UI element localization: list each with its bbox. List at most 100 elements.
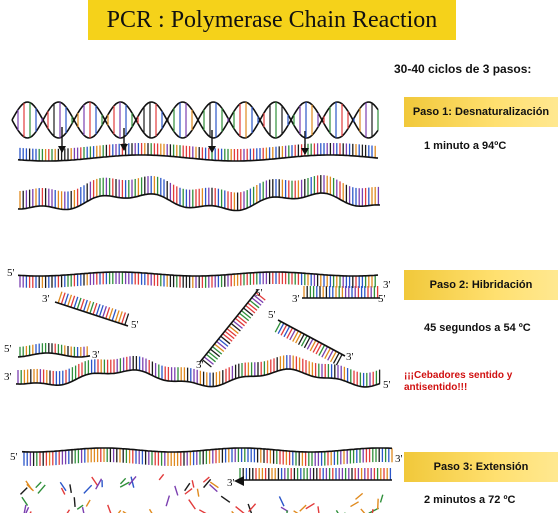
base-tick — [335, 354, 343, 366]
base-tick — [67, 294, 73, 307]
free-nucleotide — [119, 477, 127, 485]
base-tick — [241, 310, 252, 319]
base-tick — [245, 304, 256, 314]
base-tick — [321, 346, 329, 358]
strand-end-5: 5' — [383, 379, 391, 391]
base-tick — [114, 310, 120, 323]
base-tick — [203, 356, 214, 365]
strand-end-5: 5' — [378, 293, 386, 305]
free-nucleotide — [278, 496, 285, 507]
base-tick — [251, 297, 262, 306]
base-tick — [209, 348, 221, 358]
free-nucleotide — [83, 484, 93, 494]
base-tick — [212, 346, 223, 355]
helix-strand-a — [11, 101, 379, 139]
step2-condition: 45 segundos a 54 ºC — [424, 322, 531, 334]
base-tick — [283, 325, 291, 338]
free-nucleotide — [81, 506, 85, 513]
free-nucleotide — [130, 476, 135, 488]
strand-end-3: 3' — [395, 453, 403, 465]
base-tick — [289, 329, 297, 341]
base-tick — [108, 308, 114, 320]
free-nucleotide — [209, 483, 218, 493]
free-nucleotide — [220, 495, 231, 503]
free-nucleotide — [60, 487, 66, 495]
arrow-head — [301, 148, 309, 155]
free-nucleotide — [355, 492, 364, 500]
step1-condition: 1 minuto a 94ºC — [424, 140, 507, 152]
primers-note: ¡¡¡Cebadores sentido y antisentido!!! — [404, 370, 513, 393]
base-tick — [330, 350, 337, 363]
template-strand-extension — [21, 447, 393, 453]
primer-strand — [199, 289, 259, 363]
free-nucleotide — [73, 497, 76, 508]
template-strand-bottom — [15, 368, 381, 388]
base-tick — [297, 333, 305, 345]
free-nucleotide — [196, 488, 200, 497]
base-tick — [295, 332, 302, 344]
free-nucleotide — [122, 510, 127, 513]
arrow-head — [208, 146, 216, 153]
base-tick — [222, 333, 233, 342]
helix-strand-b — [11, 101, 379, 139]
arrow-head — [120, 144, 128, 151]
base-tick — [327, 349, 334, 361]
base-tick — [98, 305, 104, 317]
base-tick — [57, 291, 63, 304]
base-tick — [274, 321, 282, 333]
free-nucleotide — [76, 504, 84, 510]
free-nucleotide — [25, 506, 30, 513]
base-tick — [253, 294, 264, 304]
primer-end-5: 5' — [255, 287, 263, 299]
free-nucleotide — [191, 480, 195, 488]
free-nucleotide — [286, 510, 288, 513]
base-tick — [236, 315, 248, 324]
base-tick — [70, 295, 76, 308]
base-tick — [124, 313, 130, 326]
free-nucleotide — [235, 506, 245, 513]
base-tick — [111, 309, 117, 321]
free-nucleotide — [317, 506, 320, 513]
base-tick — [249, 299, 260, 309]
free-nucleotide — [299, 504, 307, 512]
base-tick — [247, 302, 258, 311]
base-tick — [228, 325, 239, 335]
base-tick — [82, 299, 88, 312]
free-nucleotide — [209, 481, 219, 489]
free-nucleotide — [21, 496, 29, 506]
base-tick — [230, 322, 241, 332]
base-tick — [234, 317, 245, 327]
free-nucleotide — [371, 509, 374, 513]
free-nucleotide — [95, 478, 103, 490]
base-tick — [303, 336, 311, 349]
base-tick — [101, 306, 107, 318]
primer-end-3: 3' — [227, 477, 235, 489]
base-tick — [216, 340, 227, 350]
free-nucleotide — [203, 478, 212, 489]
primer-strand — [54, 301, 129, 327]
cycles-subtitle: 30-40 ciclos de 3 pasos: — [394, 62, 532, 76]
free-nucleotide — [23, 504, 27, 513]
strand-end-5: 5' — [7, 267, 15, 279]
free-nucleotide — [305, 502, 315, 510]
base-tick — [63, 293, 69, 306]
free-nucleotide — [59, 481, 67, 492]
base-tick — [306, 338, 314, 350]
free-nucleotide — [66, 509, 71, 513]
base-tick — [277, 322, 285, 335]
free-nucleotide — [198, 509, 207, 513]
primer-end-5: 5' — [131, 319, 139, 331]
free-nucleotide — [379, 494, 384, 503]
strand-end-3: 3' — [383, 279, 391, 291]
separated-strand-top — [17, 154, 379, 162]
free-nucleotide — [360, 508, 366, 513]
base-tick — [292, 330, 299, 342]
primer-fragment — [17, 352, 91, 358]
base-tick — [60, 292, 66, 305]
separated-strand-bottom — [17, 192, 381, 212]
step2-label: Paso 2: Hibridación — [404, 270, 558, 300]
free-nucleotide — [117, 509, 122, 513]
base-tick — [318, 344, 326, 356]
base-tick — [220, 335, 231, 345]
base-tick — [121, 312, 127, 325]
